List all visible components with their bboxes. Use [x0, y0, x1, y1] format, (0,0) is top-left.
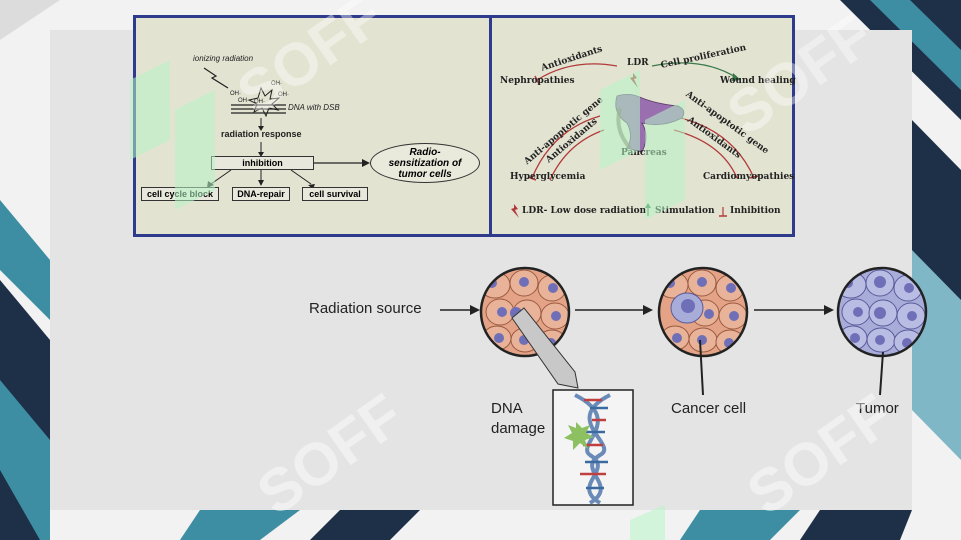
dna-repair-box: DNA-repair: [232, 187, 290, 201]
oh-label: OH·: [254, 99, 265, 105]
oh-label: OH·: [278, 92, 289, 98]
radiation-response-diagram: ionizing radiation OH· OH· OH· OH· OH· D…: [136, 18, 489, 234]
dna-dsb-label: DNA with DSB: [288, 103, 340, 112]
legend-inhibition-label: Inhibition: [730, 206, 781, 216]
legend-ldr-icon: [511, 204, 519, 218]
nephropathies-label: Nephropathies: [500, 76, 575, 86]
damage-burst-icon: [564, 422, 594, 450]
oh-label: OH·: [230, 91, 241, 97]
dna-damage-label-2: damage: [491, 420, 546, 437]
lightning-icon: [203, 67, 229, 89]
oh-label: OH·: [271, 81, 282, 87]
tumor-label: Tumor: [856, 400, 899, 417]
ionizing-radiation-label: ionizing radiation: [193, 54, 254, 63]
legend-ldr-label: LDR- Low dose radiation: [522, 206, 647, 216]
radiation-source-label: Radiation source: [309, 300, 422, 317]
dna-helix-icon: [564, 393, 611, 505]
hyperglycemia-label: Hyperglycemia: [510, 172, 586, 182]
dna-damage-label-1: DNA: [491, 400, 523, 417]
inhibition-box: inhibition: [211, 156, 314, 170]
ldr-label: LDR: [627, 58, 649, 68]
starburst-icon: [247, 86, 281, 118]
radiosensitization-ellipse: Radio- sensitization of tumor cells: [370, 143, 480, 183]
pancreas-label: Pancreas: [621, 148, 667, 158]
panel-divider: [489, 18, 492, 234]
oh-label: OH·: [238, 98, 249, 104]
cardiomyopathies-label: Cardiomyopathies: [703, 172, 795, 182]
zoom-callout: [511, 307, 579, 389]
cell-survival-box: cell survival: [302, 187, 368, 201]
radiation-response-label: radiation response: [221, 129, 302, 139]
wound-healing-label: Wound healing: [720, 76, 796, 86]
cancer-cell-label: Cancer cell: [671, 400, 747, 417]
